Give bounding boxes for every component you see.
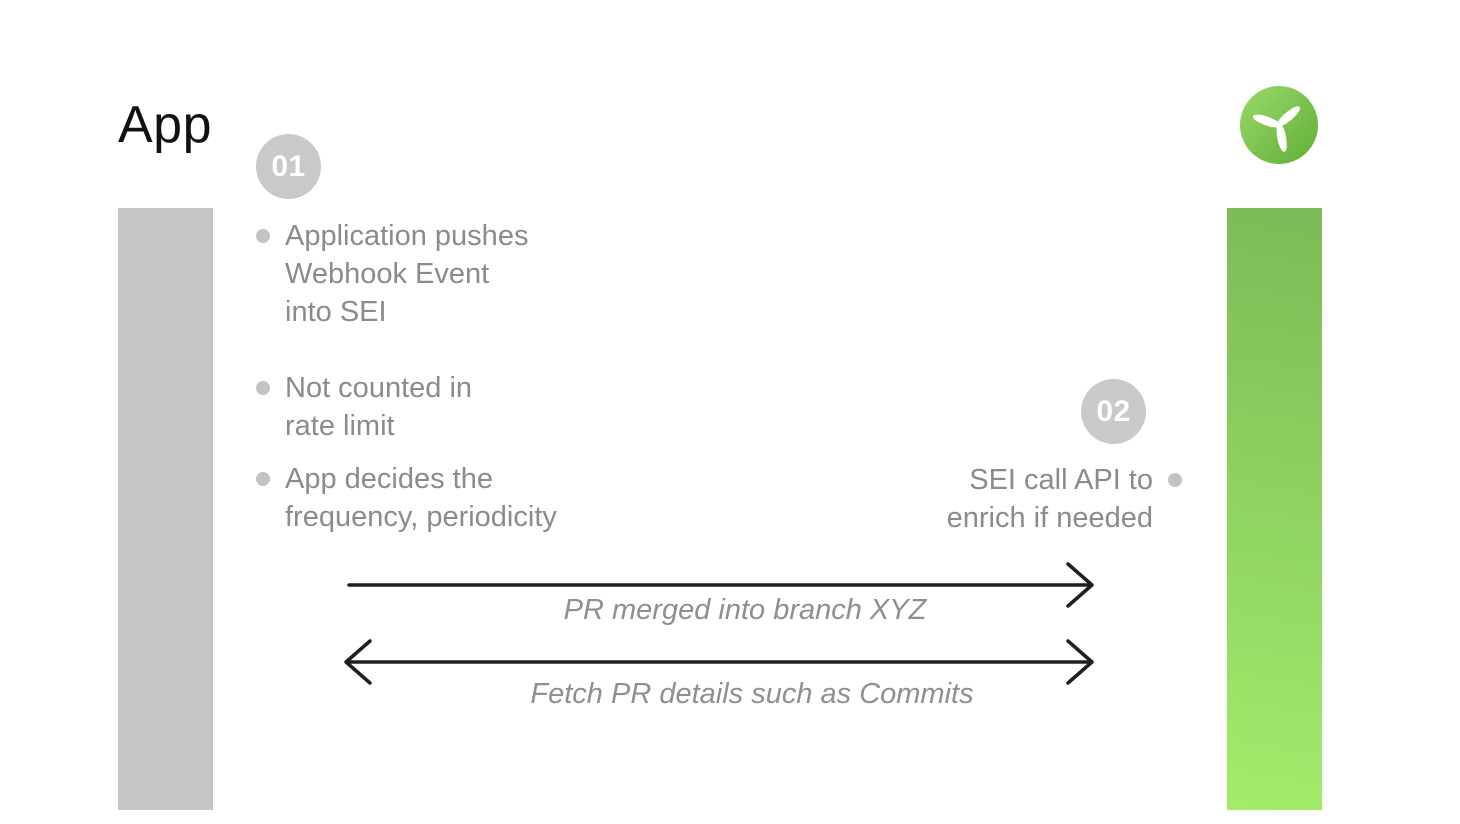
- bullet-text: SEI call API to enrich if needed: [946, 464, 1153, 534]
- flow-arrows: [344, 562, 1094, 685]
- list-item: SEI call API to enrich if needed: [947, 461, 1182, 537]
- sei-column-bar: [1227, 208, 1322, 810]
- bullet-dot-icon: [256, 381, 270, 395]
- bullet-dot-icon: [1168, 473, 1182, 487]
- step-2-badge-number: 02: [1096, 394, 1131, 428]
- propeller-logo-icon: [1240, 86, 1318, 164]
- page-title: App: [118, 96, 213, 154]
- bullet-text: App decides the frequency, periodicity: [285, 463, 557, 533]
- step-1-badge: 01: [256, 134, 321, 199]
- list-item: Application pushes Webhook Event into SE…: [256, 217, 528, 331]
- arrow-label: Fetch PR details such as Commits: [530, 678, 974, 710]
- arrow-label: PR merged into branch XYZ: [563, 594, 927, 626]
- list-item: Not counted in rate limit: [256, 369, 472, 445]
- bullet-text: Not counted in rate limit: [285, 372, 473, 442]
- list-item: App decides the frequency, periodicity: [256, 460, 557, 536]
- bullet-text: Application pushes Webhook Event into SE…: [285, 220, 529, 328]
- arrow-right-icon: [347, 562, 1094, 608]
- arrow-both-icon: [344, 639, 1094, 685]
- app-column-bar: [118, 208, 213, 810]
- step-1-badge-number: 01: [271, 149, 306, 183]
- bullet-dot-icon: [256, 472, 270, 486]
- step-2-badge: 02: [1081, 379, 1146, 444]
- bullet-dot-icon: [256, 229, 270, 243]
